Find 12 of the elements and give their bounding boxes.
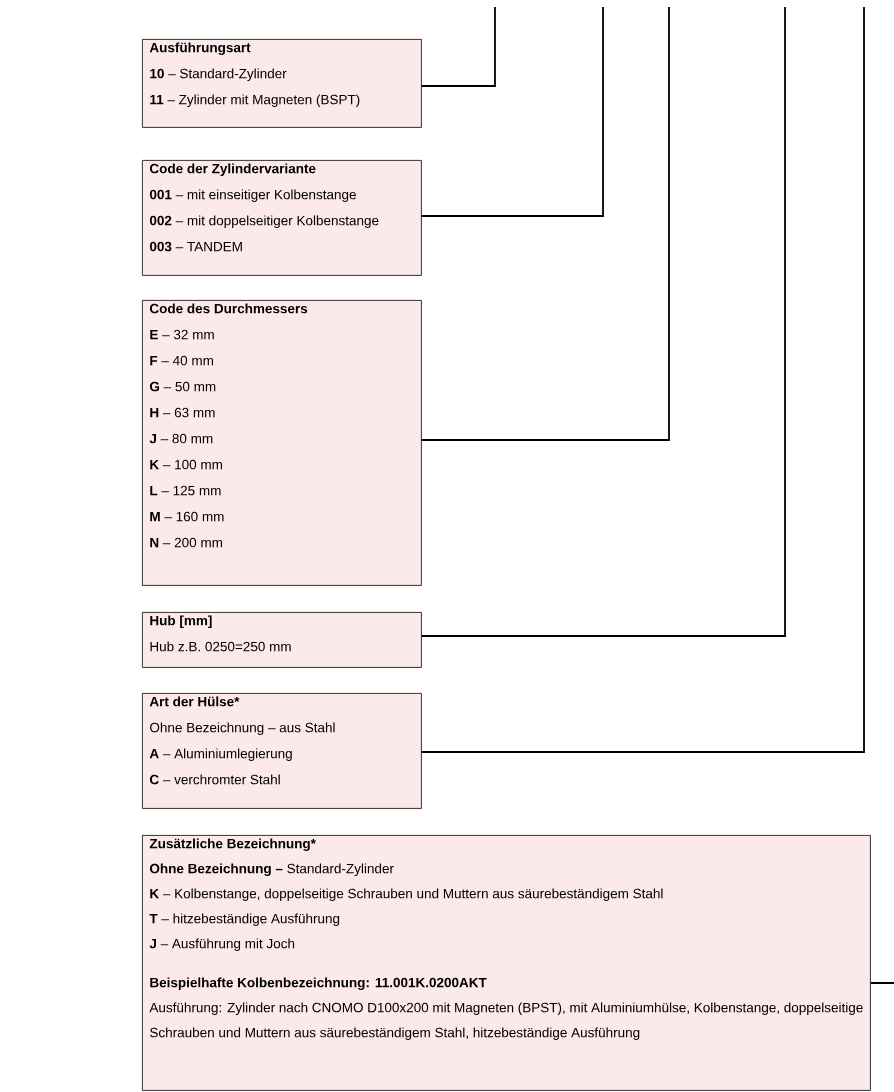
connector-line xyxy=(420,6,786,637)
connector-line xyxy=(420,6,670,441)
spec-box: Ausführungsart 10 – Standard-Zylinder 11 – Zylinder mit Magneten (BSPT) xyxy=(142,39,422,128)
spec-box: Code der Zylindervariante 001 – mit einseitiger Kolbenstange 002 – mit doppelseitiger Kolbenstange 003 – TANDEM xyxy=(142,160,422,276)
connector-line xyxy=(869,982,894,984)
spec-box: Zusätzliche Bezeichnung* Ohne Bezeichnung – Standard-Zylinder K – Kolbenstange, doppelseitige Schrauben und Muttern aus säurebeständigem Stahl T – hitzebeständige Ausführung J – Ausführung mit Joch Beispielhafte Kolbenbezeichnung: 11.001K.0200AKT Ausführung: Zylinder nach CNOMO D100x200 mit Magneten (BPST), mit Aluminiumhülse, Kolbenstange, doppelseitige Schrauben und Muttern aus säurebeständigem Stahl, hitzebeständige Ausführung xyxy=(142,835,871,1091)
connector-line xyxy=(420,6,865,753)
connector-line xyxy=(420,6,496,87)
spec-box: Hub [mm] Hub z.B. 0250=250 mm xyxy=(142,612,422,668)
spec-box: Code des Durchmessers E – 32 mm F – 40 mm G – 50 mm H – 63 mm J – 80 mm K – 100 mm L – 125 mm M – 160 mm N – 200 mm xyxy=(142,300,422,586)
spec-box: Art der Hülse* Ohne Bezeichnung – aus Stahl A – Aluminiumlegierung C – verchromter Stahl xyxy=(142,693,422,809)
connector-line xyxy=(420,6,604,217)
